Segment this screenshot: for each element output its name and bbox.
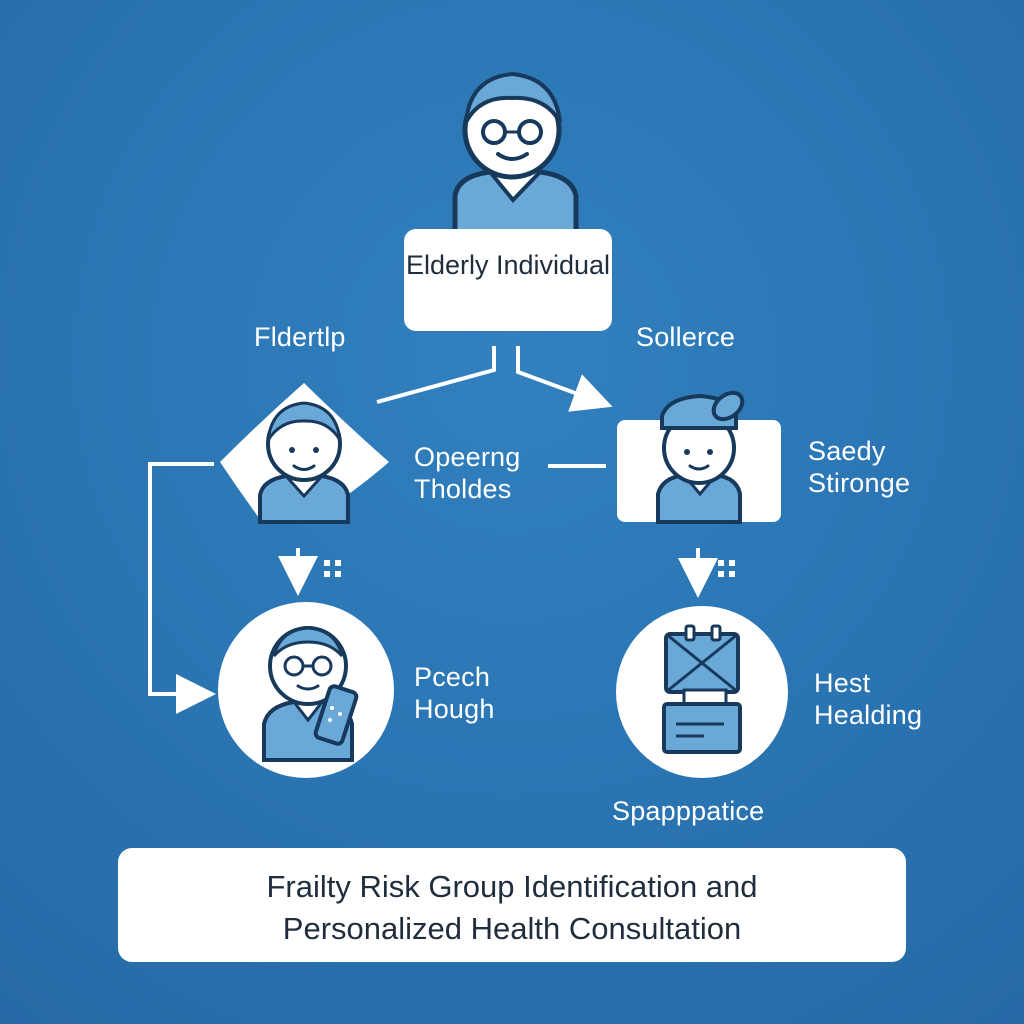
right-top-label-line2: Stironge (808, 468, 911, 498)
right-branch-label: Sollerce (636, 322, 736, 352)
right-bottom-sublabel: Spapppatice (612, 796, 765, 826)
root-box-label: Elderly Individual (404, 249, 612, 282)
left-bottom-label-line2: Hough (414, 694, 495, 724)
left-bottom-label-line1: Pcech (414, 662, 491, 692)
root-title: Elderly Individual (405, 250, 611, 280)
footer-box (118, 848, 906, 962)
footer-title: Frailty Risk Group Identification and Pe… (118, 866, 906, 950)
left-branch-label: Fldertlp (254, 322, 346, 352)
elderly-with-phone-icon (262, 626, 359, 762)
connector-left (376, 346, 496, 404)
right-bottom-label-line2: Healding (814, 700, 923, 730)
left-top-label-line1: Opeerng (414, 442, 521, 472)
left-top-label-line2: Tholdes (414, 474, 512, 504)
elderly-person-icon (452, 71, 579, 235)
calendar-document-icon (662, 624, 742, 754)
footer-title-line2: Personalized Health Consultation (282, 911, 742, 946)
left-feedback-connector (148, 462, 216, 714)
right-top-label-line1: Saedy (808, 436, 886, 466)
elderly-person-icon (258, 401, 350, 524)
left-dots-icon (324, 560, 341, 577)
nurse-icon (656, 390, 745, 524)
connector-right (516, 346, 613, 412)
right-dots-icon (718, 560, 735, 577)
footer-title-line1: Frailty Risk Group Identification and (266, 869, 758, 904)
right-bottom-label-line1: Hest (814, 668, 871, 698)
root-box (404, 229, 612, 331)
